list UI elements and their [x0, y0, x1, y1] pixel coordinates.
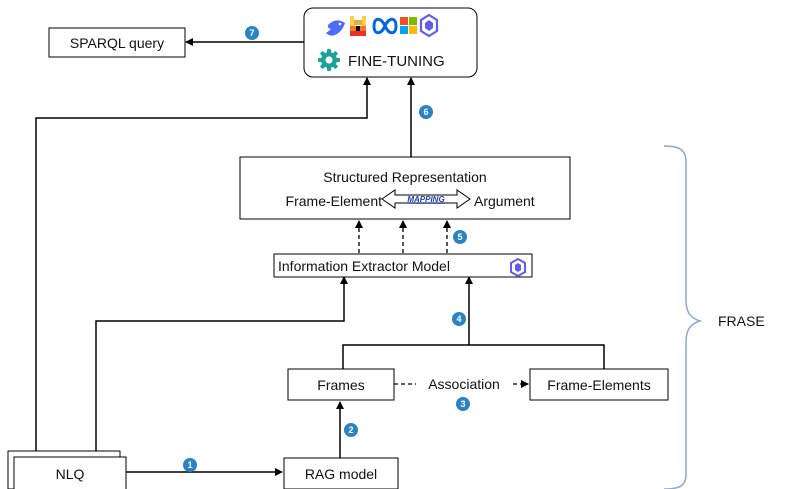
structured-representation-title: Structured Representation	[323, 169, 486, 185]
nlq-box	[13, 456, 127, 489]
edge-nlq-to-finetuning	[35, 77, 371, 452]
qwen-star-icon	[419, 13, 439, 38]
svg-text:7: 7	[249, 28, 254, 38]
mapping-label: MAPPING	[407, 195, 444, 204]
frame-element-label: Frame-Element	[286, 193, 383, 209]
deepseek-whale-icon	[326, 20, 345, 36]
fine-tuning-label: FINE-TUNING	[348, 53, 445, 70]
sparql-query-label: SPARQL query	[70, 35, 164, 51]
step-badge-4: 4	[452, 312, 466, 326]
step-badge-5: 5	[453, 230, 467, 244]
model-icons-row	[326, 13, 439, 38]
mistral-m-icon	[350, 16, 366, 36]
edge-nlq-to-extractor	[95, 276, 348, 452]
gear-icon	[318, 49, 340, 71]
frame-elements-label: Frame-Elements	[547, 377, 650, 393]
svg-text:6: 6	[423, 107, 428, 117]
step-badge-2: 2	[344, 423, 358, 437]
step-badge-3: 3	[456, 397, 470, 411]
rag-model-label: RAG model	[305, 466, 377, 482]
frames-label: Frames	[317, 377, 364, 393]
meta-infinity-icon	[372, 17, 398, 35]
step-badge-6: 6	[419, 105, 433, 119]
frames-box	[287, 368, 395, 401]
information-extractor-label: Information Extractor Model	[278, 258, 450, 274]
qwen-star-icon	[510, 257, 526, 278]
svg-text:4: 4	[456, 314, 461, 324]
sparql-query-box	[48, 27, 186, 58]
association-label-bg	[416, 375, 512, 393]
microsoft-squares-icon	[400, 17, 417, 34]
argument-label: Argument	[474, 193, 535, 209]
information-extractor-box	[273, 253, 533, 278]
association-label: Association	[428, 376, 500, 392]
svg-text:2: 2	[348, 425, 353, 435]
svg-text:3: 3	[460, 399, 465, 409]
step-badge-1: 1	[183, 458, 197, 472]
frame-elements-box	[529, 368, 669, 401]
svg-text:1: 1	[187, 460, 192, 470]
mapping-double-arrow	[381, 189, 471, 209]
svg-text:5: 5	[457, 232, 462, 242]
nlq-label: NLQ	[56, 466, 85, 482]
edge-frames-bracket	[342, 344, 605, 369]
fine-tuning-box	[303, 7, 478, 78]
rag-model-box	[283, 457, 399, 489]
step-badge-7: 7	[245, 26, 259, 40]
frase-group-label: FRASE	[718, 313, 765, 329]
structured-representation-box	[239, 156, 571, 220]
frase-group-bracket	[663, 145, 703, 489]
